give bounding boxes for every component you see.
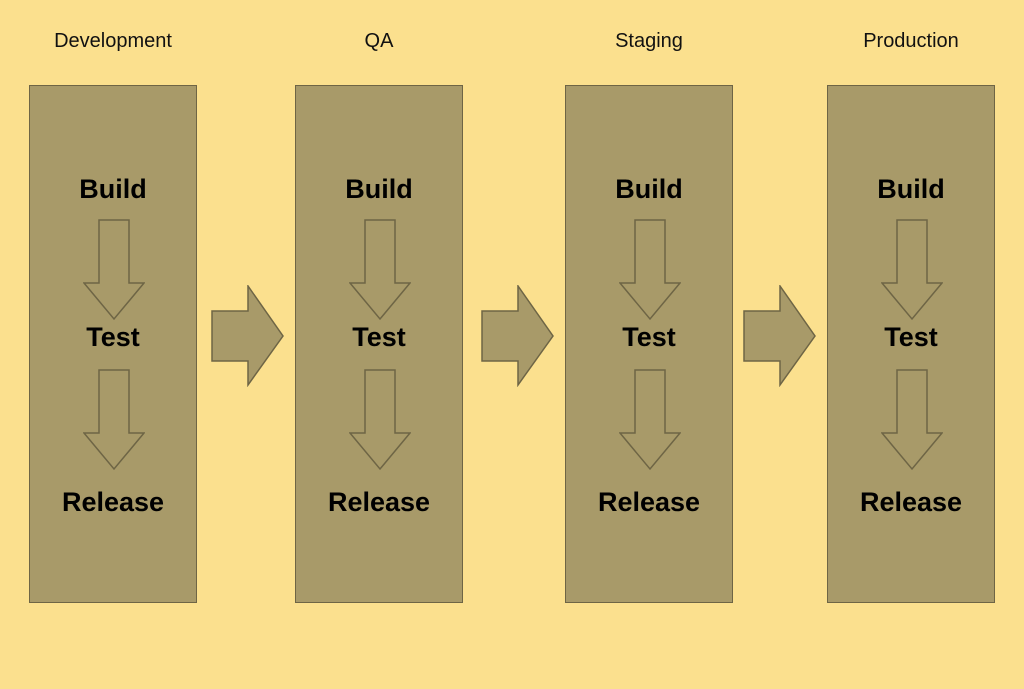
arrow-right-icon (211, 285, 284, 387)
stage-title-qa: QA (364, 30, 394, 52)
arrow-down-icon (349, 369, 411, 471)
step-build: Build (345, 174, 413, 204)
step-test: Test (86, 322, 140, 352)
stage-title-development: Development (54, 30, 172, 52)
arrow-right-icon (743, 285, 816, 387)
stage-box-production: Build Test Release (827, 85, 995, 603)
step-release: Release (859, 487, 963, 517)
arrow-down-icon (83, 369, 145, 471)
stage-box-development: Build Test Release (29, 85, 197, 603)
stage-title-staging: Staging (615, 30, 683, 52)
stage-box-staging: Build Test Release (565, 85, 733, 603)
step-test: Test (352, 322, 406, 352)
arrow-down-icon (881, 369, 943, 471)
arrow-right-icon (481, 285, 554, 387)
step-test: Test (884, 322, 938, 352)
step-release: Release (327, 487, 431, 517)
arrow-down-icon (619, 369, 681, 471)
step-build: Build (615, 174, 683, 204)
stage-box-qa: Build Test Release (295, 85, 463, 603)
arrow-down-icon (349, 219, 411, 321)
step-build: Build (79, 174, 147, 204)
arrow-down-icon (619, 219, 681, 321)
step-test: Test (622, 322, 676, 352)
step-build: Build (877, 174, 945, 204)
step-release: Release (61, 487, 165, 517)
arrow-down-icon (83, 219, 145, 321)
step-release: Release (597, 487, 701, 517)
stage-title-production: Production (863, 30, 959, 52)
arrow-down-icon (881, 219, 943, 321)
